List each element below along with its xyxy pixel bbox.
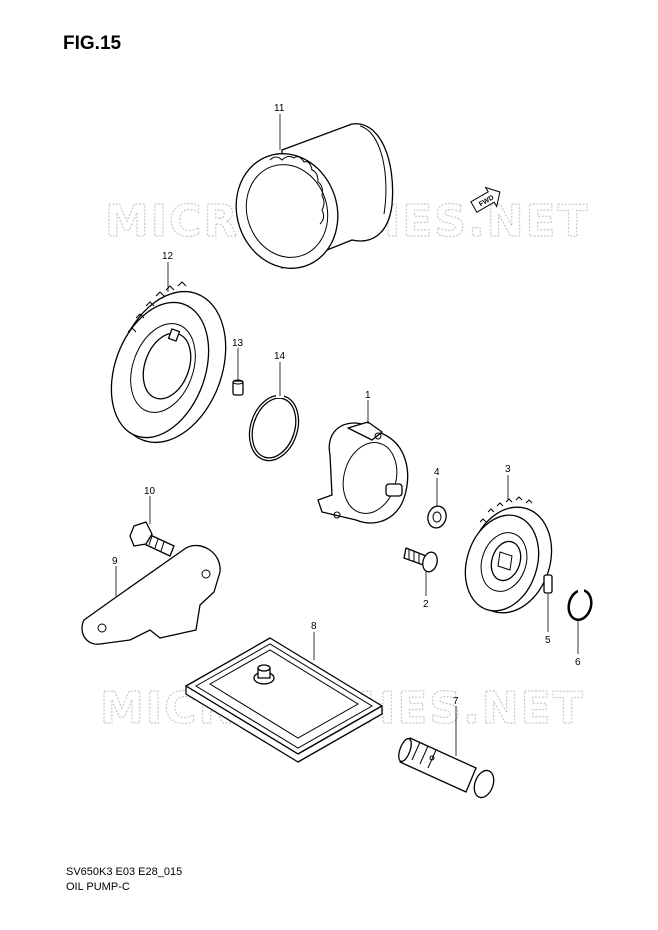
leader-lines: [115, 114, 579, 756]
callout-7: 7: [453, 696, 459, 707]
circlip-small-part: [567, 588, 593, 622]
callout-4: 4: [434, 467, 440, 478]
oil-pump-driven-gear-part: [464, 496, 553, 614]
callout-13: 13: [232, 338, 244, 349]
callout-11: 11: [274, 103, 285, 114]
figure-title: FIG.15: [63, 33, 122, 54]
oil-pump-body-part: [317, 421, 409, 524]
callout-2: 2: [423, 599, 429, 610]
callout-8: 8: [311, 621, 317, 632]
dowel-pin-part: [232, 379, 244, 396]
oil-pump-drive-gear-part: [110, 281, 227, 444]
callout-12: 12: [162, 251, 174, 262]
callout-5: 5: [545, 635, 551, 646]
callout-14: 14: [274, 351, 286, 362]
callout-6: 6: [575, 657, 581, 668]
oil-filter-part: [235, 123, 394, 269]
oil-strainer-part: [185, 637, 383, 763]
oil-pump-shaft-part: [398, 737, 495, 799]
callout-1: 1: [365, 390, 371, 401]
callout-9: 9: [112, 556, 118, 567]
pin-part: [543, 574, 553, 594]
plate-part: [81, 544, 221, 645]
diagram-name: OIL PUMP-C: [66, 881, 130, 893]
washer-part: [427, 505, 447, 529]
callout-10: 10: [144, 486, 156, 497]
circlip-large-part: [248, 388, 300, 462]
screw-part: [403, 547, 438, 573]
bolt-part: [129, 521, 175, 557]
diagram-code: SV650K3 E03 E28_015: [66, 866, 183, 878]
callout-3: 3: [505, 464, 511, 475]
